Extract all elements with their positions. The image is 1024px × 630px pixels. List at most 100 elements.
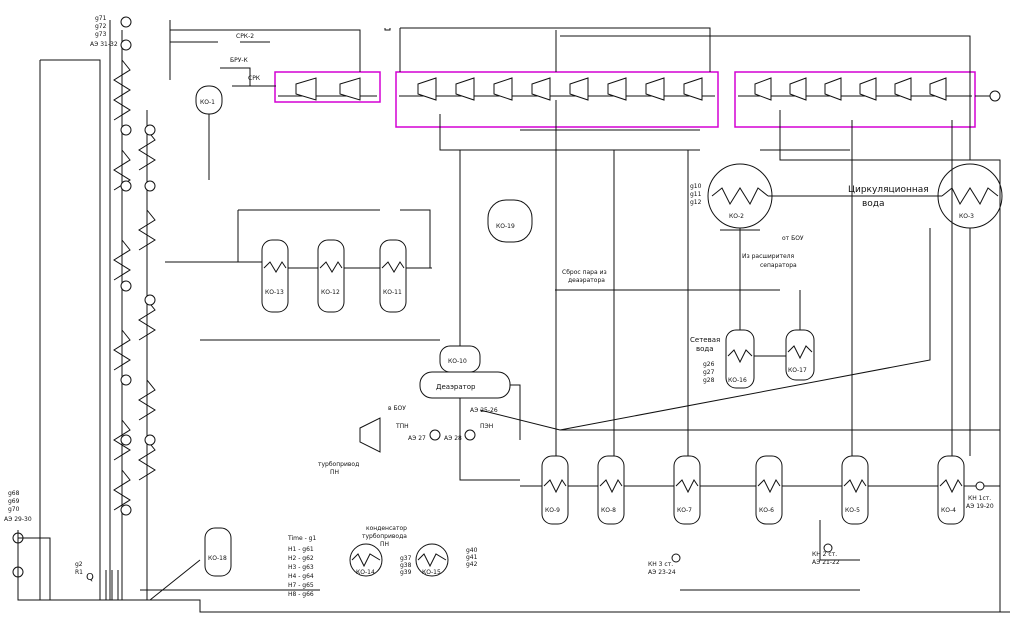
ko6-label: КО-6 (759, 507, 774, 514)
ko10-label: КО-10 (448, 358, 467, 365)
km2-pump-icon (823, 543, 833, 553)
km3-label-1: КН 3 ст. (648, 561, 673, 568)
km1-label-2: АЭ 19-20 (966, 503, 994, 510)
lp-stages (754, 77, 947, 101)
g12-label: g12 (690, 199, 702, 206)
circ-water-label-1: Циркуляционная (848, 185, 929, 195)
left-ladder (109, 20, 156, 600)
turbine-group-lp (734, 71, 976, 128)
r1-label: R1 (75, 569, 83, 576)
turbodrive-label-2: ПН (330, 469, 339, 476)
g11-label: g11 (690, 191, 702, 198)
km1-label-1: КН 1ст. (968, 495, 991, 502)
turbodrive-icon (359, 417, 381, 453)
ae27-label: АЭ 27 (408, 435, 426, 442)
time-row-6: Н8 - g66 (288, 591, 314, 598)
ko12-label: КО-12 (321, 289, 340, 296)
km3-label-2: АЭ 23-24 (648, 569, 676, 576)
cond-label-1: конденсатор (366, 525, 407, 532)
km2-label-2: АЭ 21-22 (812, 559, 840, 566)
to-bou-label: в БОУ (388, 405, 406, 412)
g39-label: g39 (400, 569, 412, 576)
ko12-vessel (317, 239, 345, 313)
time-row-3: Н3 - g63 (288, 564, 314, 571)
pen-pump-icon (464, 429, 476, 441)
q-label: Q (86, 572, 94, 583)
bot-left-ae: АЭ 29-30 (4, 516, 32, 523)
g42-label: g42 (466, 561, 478, 568)
ko19-vessel (487, 199, 533, 243)
generator-icon (989, 90, 1001, 102)
ko13-label: КО-13 (265, 289, 284, 296)
ko18-label: КО-18 (208, 555, 227, 562)
bot-left-g68: g68 (8, 490, 20, 497)
ko4-label: КО-4 (941, 507, 956, 514)
ko14-vessel (349, 543, 383, 577)
mp-stages (417, 77, 703, 101)
ko9-label: КО-9 (545, 507, 560, 514)
g28-label: g28 (703, 377, 715, 384)
time-legend-title: Time - g1 (287, 535, 316, 542)
cond-label-3: ПН (380, 541, 389, 548)
ko11-vessel (379, 239, 407, 313)
ko18-vessel (204, 527, 232, 577)
ko5-label: КО-5 (845, 507, 860, 514)
g2-label: g2 (75, 561, 83, 568)
ko17-label: КО-17 (788, 367, 807, 374)
hp-stages (295, 77, 361, 101)
km3-pump-icon (671, 553, 681, 563)
ae28-label: АЭ 28 (444, 435, 462, 442)
srk-label: СРК (248, 75, 261, 82)
time-row-2: Н2 - g62 (288, 555, 314, 562)
pen-label: ПЭН (480, 423, 493, 430)
cond-label-2: турбопривода (362, 533, 407, 540)
tpn-label: ТПН (395, 423, 409, 430)
time-row-4: Н4 - g64 (288, 573, 314, 580)
circ-water-label-2: вода (862, 199, 885, 209)
from-bou-label: от БОУ (782, 235, 804, 242)
g26-label: g26 (703, 361, 715, 368)
ko1-label: КО-1 (200, 99, 215, 106)
top-left-g71: g71 (95, 15, 107, 22)
km2-label-1: КН 2 ст. (812, 551, 837, 558)
g10-label: g10 (690, 183, 702, 190)
km1-pump-icon (975, 481, 985, 491)
time-row-5: Н7 - g65 (288, 582, 314, 589)
ko11-label: КО-11 (383, 289, 402, 296)
g40-label: g40 (466, 547, 478, 554)
ko15-label: КО-15 (422, 569, 441, 576)
from-sep-label-1: Из расширителя (742, 253, 794, 260)
ko15-vessel (415, 543, 449, 577)
g38-label: g38 (400, 562, 412, 569)
tpn-pump-icon (429, 429, 441, 441)
ko8-label: КО-8 (601, 507, 616, 514)
ko7-label: КО-7 (677, 507, 692, 514)
from-sep-label-2: сепаратора (760, 262, 797, 269)
ko16-label: КО-16 (728, 377, 747, 384)
turbine-group-mp (395, 71, 719, 128)
net-water-label-1: Сетевая (690, 336, 720, 344)
ko14-label: КО-14 (356, 569, 375, 576)
ko19-label: КО-19 (496, 223, 515, 230)
top-left-ae: АЭ 31-32 (90, 41, 118, 48)
turbodrive-label-1: турбопривод (318, 461, 359, 468)
q-heat-arrows (99, 570, 119, 600)
ko2-label: КО-2 (729, 213, 744, 220)
ko13-vessel (261, 239, 289, 313)
top-left-g73: g73 (95, 31, 107, 38)
g41-label: g41 (466, 554, 478, 561)
bot-left-g70: g70 (8, 506, 20, 513)
bot-left-g69: g69 (8, 498, 20, 505)
time-row-1: Н1 - g61 (288, 546, 314, 553)
ko3-label: КО-3 (959, 213, 974, 220)
turbine-group-hp (274, 71, 381, 103)
deaerator-label: Деаэратор (436, 383, 476, 391)
deaer-steam-label-2: деаэратора (568, 277, 605, 284)
brou-label: БРУ-К (230, 57, 249, 64)
deaer-steam-label-1: Сброс пара из (562, 269, 607, 276)
top-left-g72: g72 (95, 23, 107, 30)
net-water-label-2: вода (696, 345, 714, 353)
srk2-label: СРК-2 (236, 33, 254, 40)
g27-label: g27 (703, 369, 715, 376)
